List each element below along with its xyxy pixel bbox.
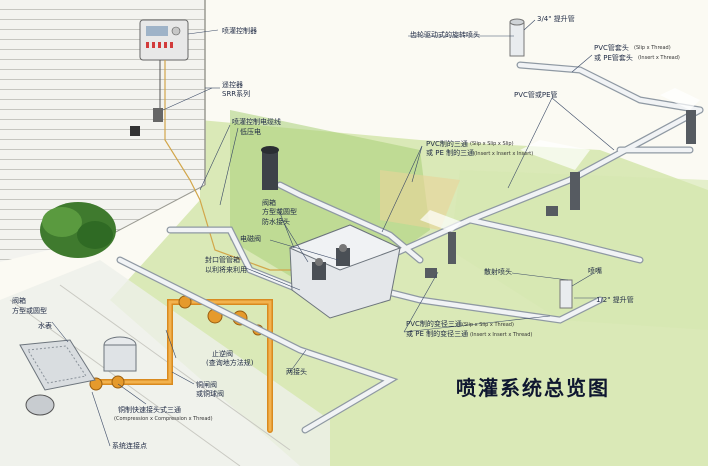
- label-remote: 遥控器: [222, 81, 243, 89]
- label-slip-thread: (Slip x Thread): [634, 45, 671, 51]
- diagram-title: 喷灌系统总览图: [456, 376, 610, 400]
- label-valve-box-b: 方型或圆型: [262, 208, 297, 216]
- house-wall: [0, 0, 206, 262]
- label-brass-valve-b: 或铜球阀: [196, 390, 224, 398]
- valve-box: [288, 224, 402, 319]
- label-wire: 喷灌控制电缆线: [232, 118, 281, 126]
- label-gear-head: 齿轮驱动式的旋转喷头: [410, 31, 480, 39]
- label-remote-series: SRR系列: [222, 90, 251, 98]
- label-insert-thread: (Insert x Thread): [638, 55, 680, 61]
- label-pe-tee: 或 PE 制的三通: [426, 149, 475, 157]
- label-check-valve-note: (查询地方法规): [206, 359, 254, 367]
- leader-lines: [51, 19, 615, 447]
- spray-mist: [420, 88, 700, 232]
- label-flex-joint: 两接头: [286, 368, 307, 376]
- label-brass-tee: 铜制快速接头式三通: [118, 406, 181, 414]
- label-meter-box-b: 方型或圆型: [12, 307, 47, 315]
- label-low-voltage: 低压电: [240, 128, 261, 136]
- label-pe-reducing-tee: 或 PE 制的变径三通: [406, 330, 469, 338]
- meter-box: [19, 336, 137, 416]
- label-valve-box-a: 阀箱: [262, 199, 276, 207]
- label-spray-head: 散射喷头: [484, 268, 512, 276]
- label-pvc-pe-pipe: PVC管或PE管: [514, 91, 558, 99]
- label-capped-tee-b: 以利将来利用: [205, 266, 247, 274]
- label-pvc-tee: PVC制的三通: [426, 140, 468, 148]
- label-check-valve: 止逆阀: [212, 350, 233, 358]
- label-compression-thread: (Compression x Compression x Thread): [114, 416, 213, 422]
- label-brass-valve-a: 铜闸阀: [196, 381, 217, 389]
- shrub: [40, 202, 116, 258]
- label-capped-tee-a: 封口管管箱: [205, 256, 240, 264]
- label-meter-box-a: 阀箱: [12, 297, 26, 305]
- control-wire: [164, 60, 330, 271]
- label-waterproof-joint: 防水接头: [262, 218, 290, 226]
- label-controller: 喷灌控制器: [222, 27, 257, 35]
- label-nozzle: 喷嘴: [588, 267, 602, 275]
- label-slip3: (Slip x Slip x Slip): [470, 141, 514, 147]
- label-solenoid-valve: 电磁阀: [240, 235, 261, 243]
- label-insert3: (Insert x Insert x Insert): [474, 151, 534, 157]
- pvc-mainline: [116, 61, 704, 434]
- label-riser-34: 3/4" 提升管: [537, 15, 575, 23]
- label-slip-slip-thread: (Slip x Slip x Thread): [462, 322, 514, 328]
- label-insert-insert-thread: (Insert x Insert x Thread): [470, 332, 533, 338]
- label-riser-12: 1/2" 提升管: [596, 296, 634, 304]
- label-pvc-reducing-tee: PVC制的变径三通: [406, 320, 462, 328]
- irrigation-controller: [130, 19, 189, 136]
- label-water-meter: 水表: [38, 322, 52, 330]
- label-connection-point: 系统连接点: [112, 442, 147, 450]
- label-pe-fitting: 或 PE管套头: [594, 54, 633, 62]
- label-pvc-fitting: PVC管套头: [594, 44, 629, 52]
